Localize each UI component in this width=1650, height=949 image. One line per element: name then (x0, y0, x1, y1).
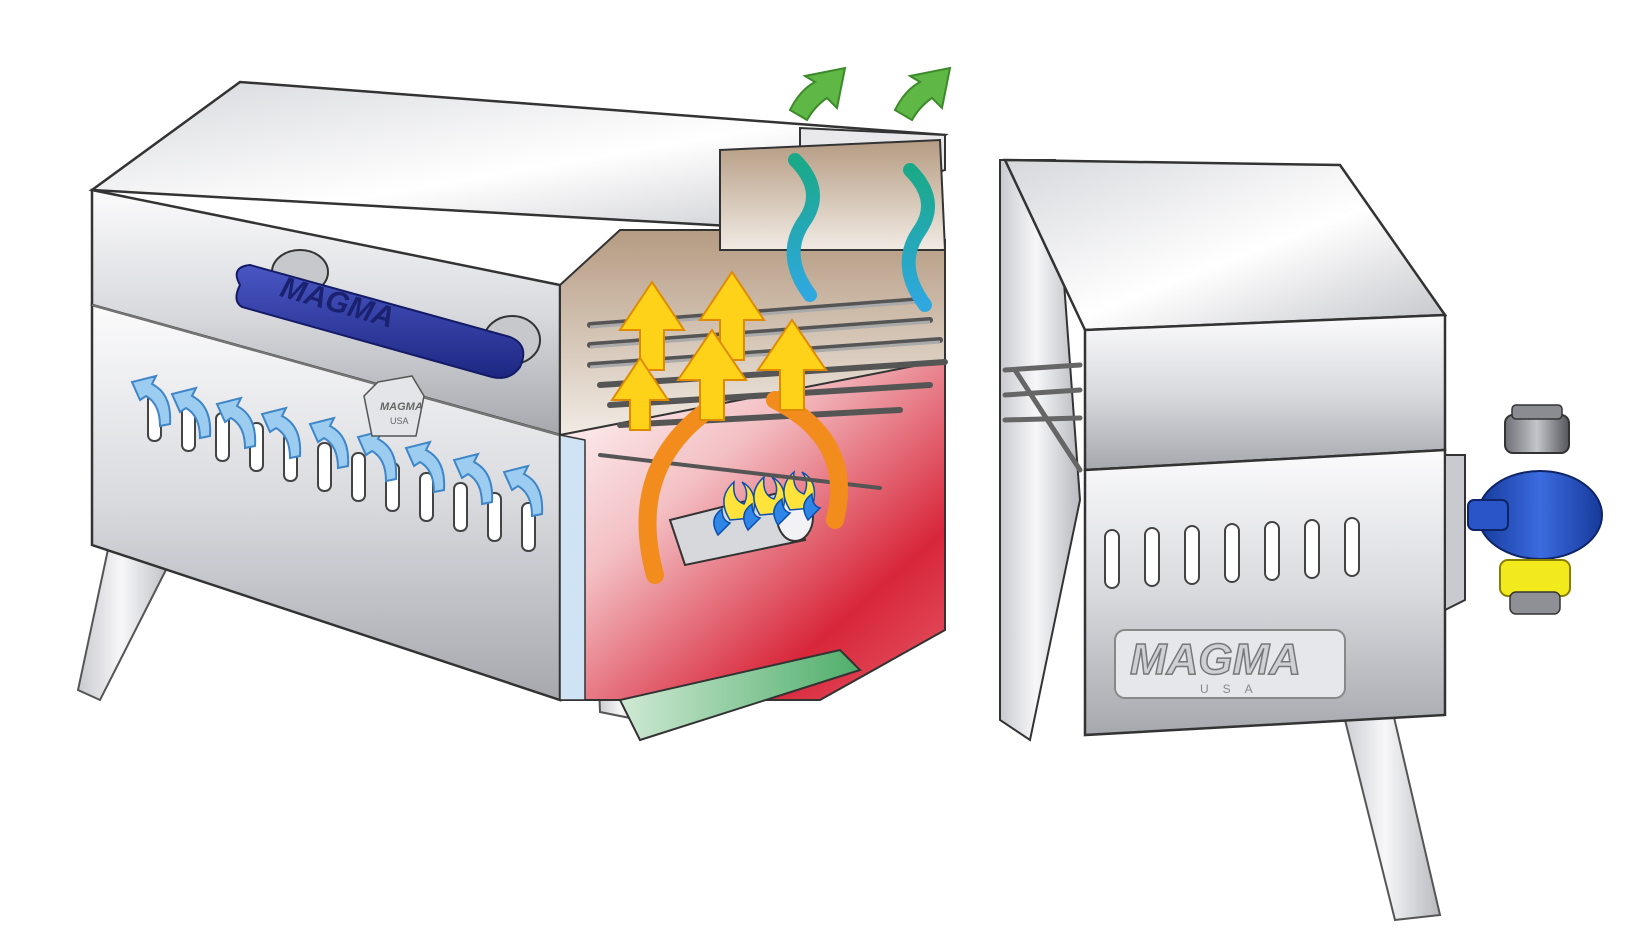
right-lid-front (1083, 313, 1447, 472)
brand-tag: MAGMA USA (363, 375, 425, 437)
air-intake-arrow-icon (130, 374, 544, 518)
grease-tray (618, 648, 862, 742)
panel-logo-sub: USA (1200, 682, 1267, 696)
burner-flame-icon (713, 470, 822, 537)
right-air-vent-slots (1104, 517, 1360, 589)
firebox-cutaway (559, 138, 948, 742)
gas-regulator (1467, 404, 1603, 615)
exhaust-flow-icon (786, 153, 935, 312)
embossed-logo-panel: MAGMA USA (1114, 629, 1346, 699)
brand-tag-logo: MAGMA (380, 401, 423, 413)
exhaust-arrow-icon (788, 66, 952, 122)
right-lid-top (1003, 158, 1448, 332)
brand-tag-sub: USA (390, 416, 409, 426)
right-leg (1338, 699, 1442, 922)
panel-logo: MAGMA (1130, 635, 1301, 684)
right-grate-stub (1002, 362, 1083, 473)
rising-heat-arrow-icon (610, 270, 828, 431)
grill-right-half: MAGMA USA (999, 158, 1603, 922)
grill-left-half: MAGMA MAGMA USA (76, 66, 952, 742)
